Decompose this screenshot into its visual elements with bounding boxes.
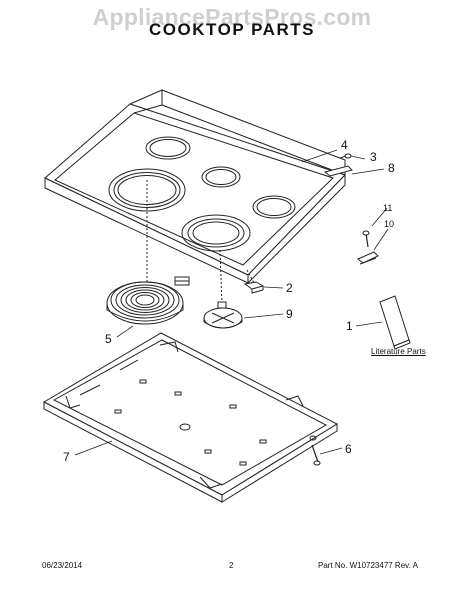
cooktop-glass-top <box>44 89 346 285</box>
literature-parts-label: Literature Parts <box>371 347 426 356</box>
terminal-block <box>243 269 265 294</box>
mounting-screw <box>309 435 321 466</box>
callout-10: 10 <box>384 219 394 229</box>
surface-element <box>106 180 190 325</box>
burner-center-rear <box>201 166 241 188</box>
callout-4: 4 <box>341 138 348 152</box>
callout-5: 5 <box>105 332 112 346</box>
footer-page-number: 2 <box>229 561 234 570</box>
callout-2: 2 <box>286 281 293 295</box>
clip-and-screw <box>357 230 379 265</box>
callout-6: 6 <box>345 442 352 456</box>
screw-and-bracket <box>323 153 353 177</box>
page-title: COOKTOP PARTS <box>149 20 315 39</box>
watermark: AppliancePartsPros.com <box>92 4 372 30</box>
callout-1: 1 <box>346 319 353 333</box>
callout-7: 7 <box>63 450 70 464</box>
footer-date: 06/23/2014 <box>42 561 83 570</box>
literature-booklet <box>379 295 411 350</box>
burner-center-front <box>181 214 251 252</box>
callout-8: 8 <box>388 161 395 175</box>
burner-right-rear <box>252 195 296 219</box>
callout-3: 3 <box>370 150 377 164</box>
leader-lines <box>74 149 389 456</box>
burner-left-rear <box>145 136 191 160</box>
limiter-switch <box>203 249 243 329</box>
burner-box <box>42 332 339 503</box>
callout-9: 9 <box>286 307 293 321</box>
callout-11: 11 <box>383 203 392 213</box>
footer-part-number: Part No. W10723477 Rev. A <box>318 561 418 570</box>
